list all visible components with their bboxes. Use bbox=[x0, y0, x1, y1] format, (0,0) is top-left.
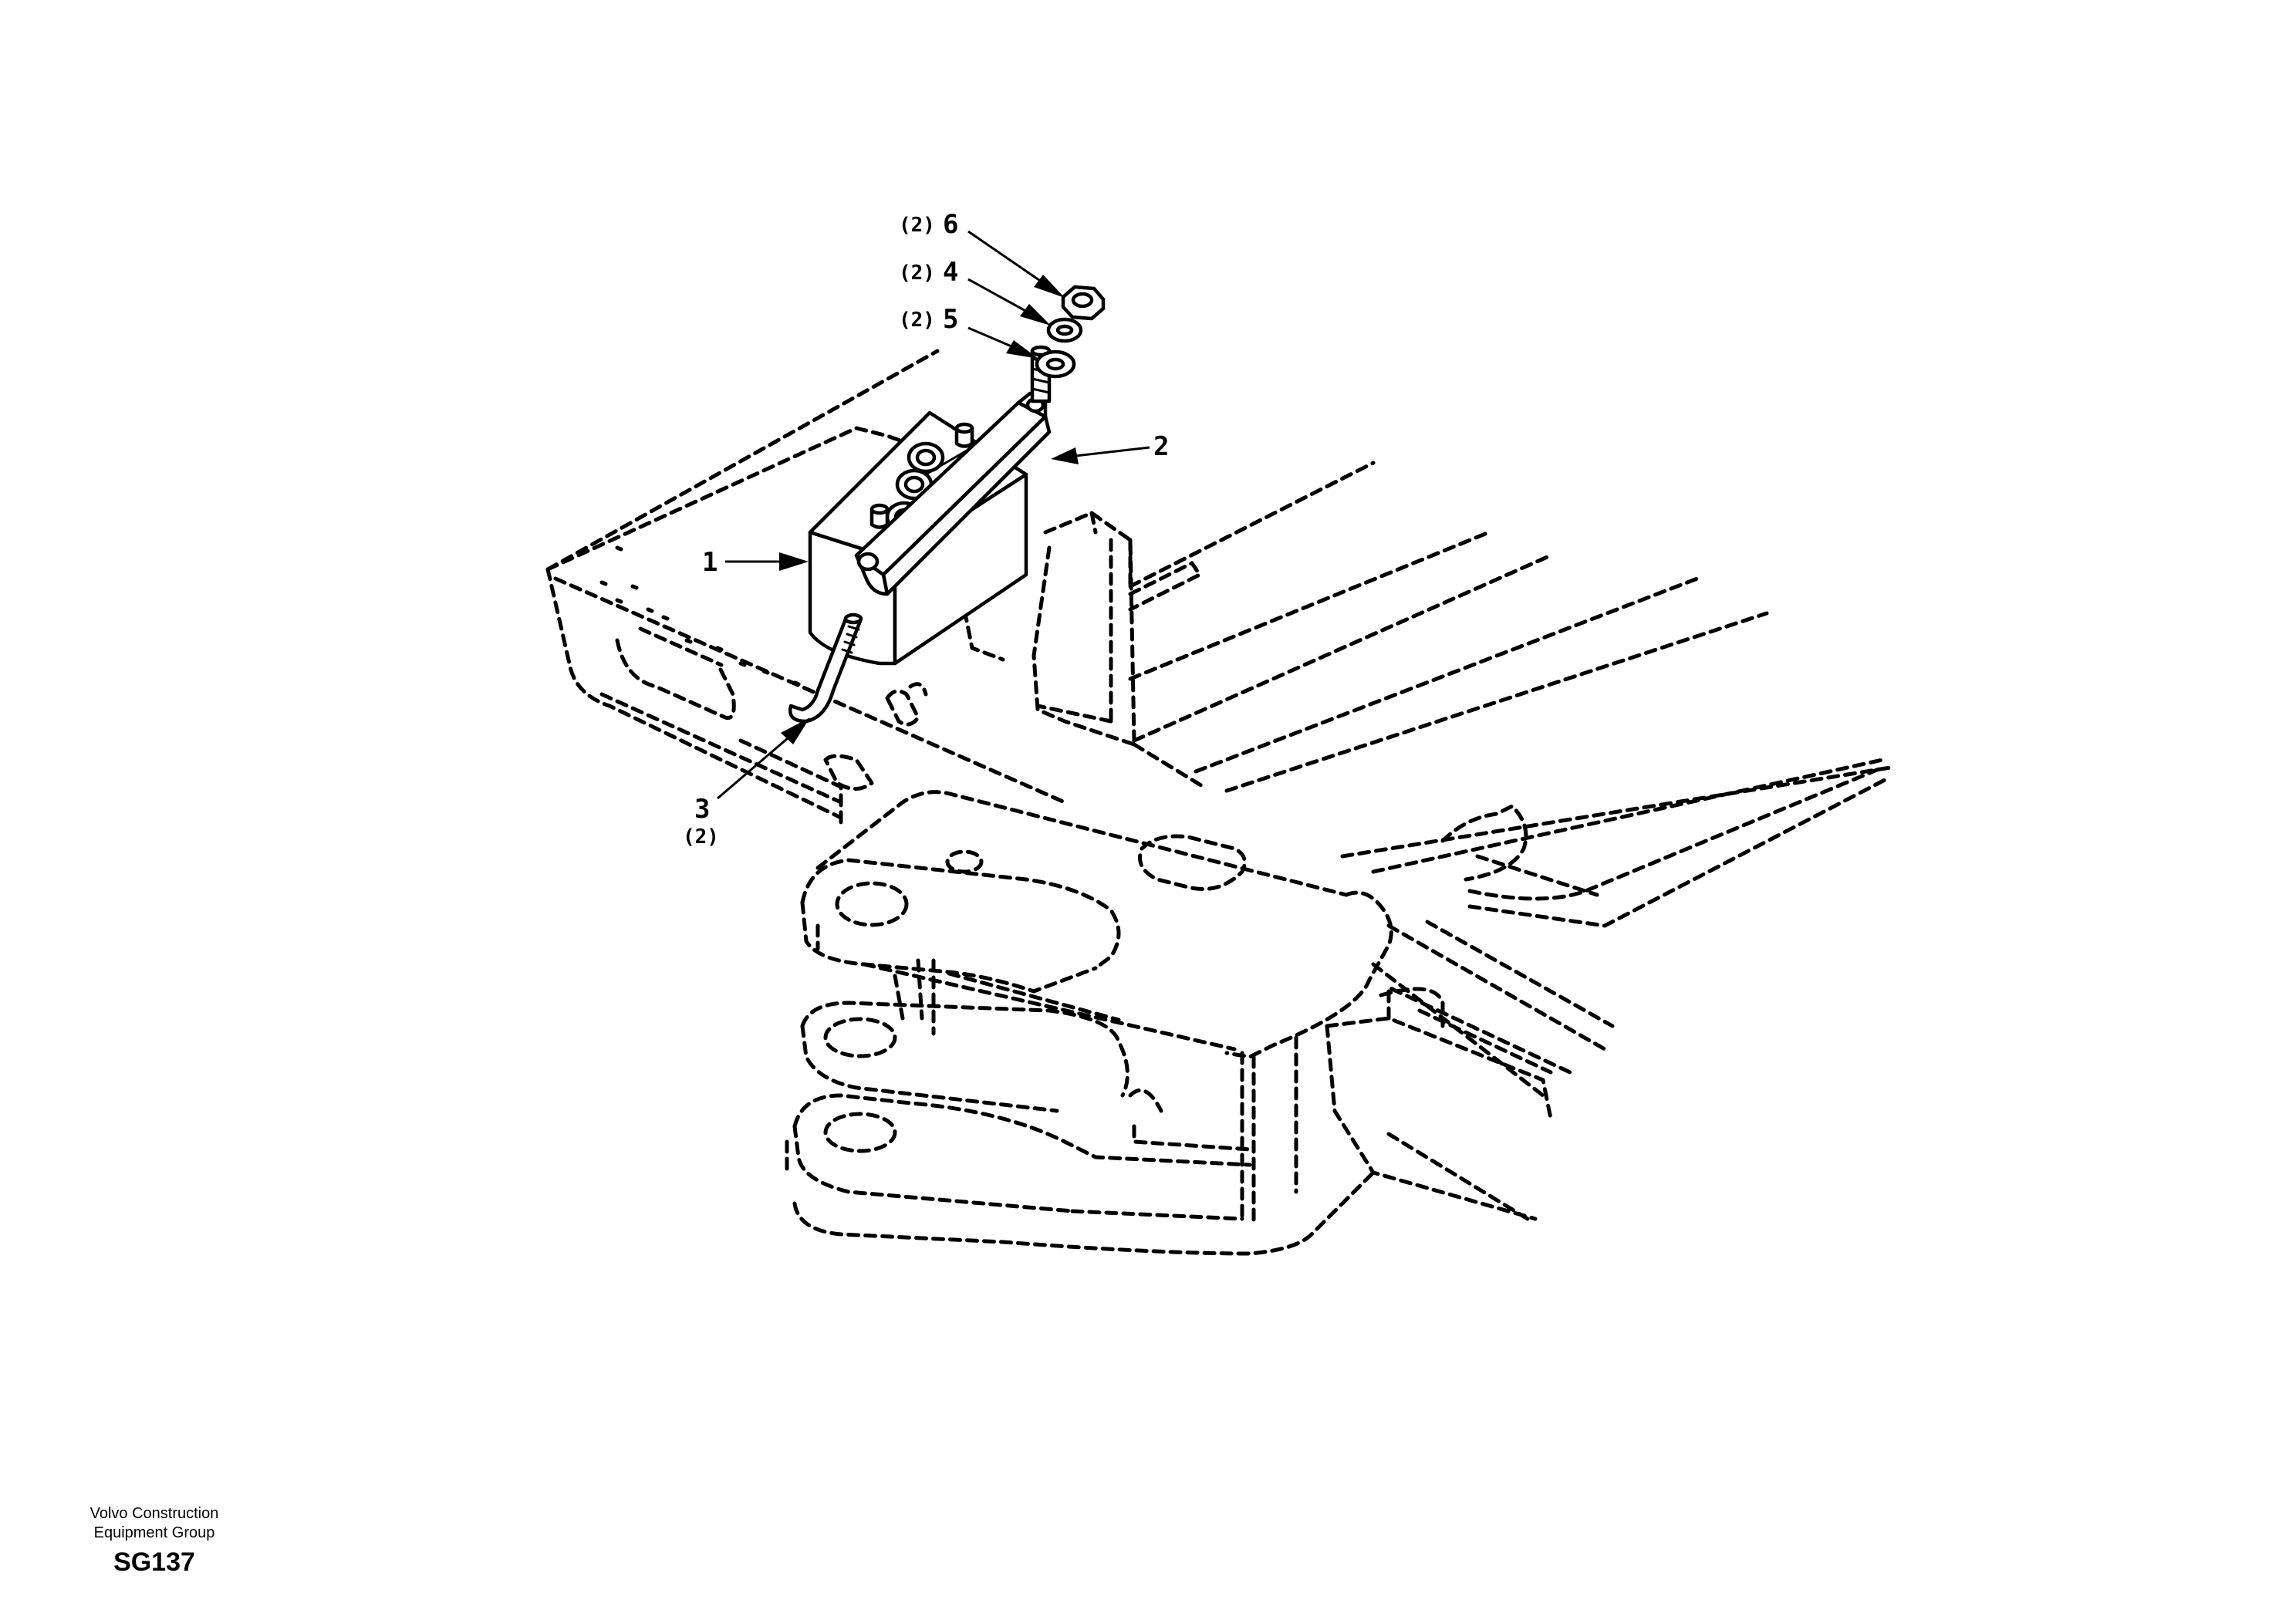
flat-washer bbox=[1035, 349, 1076, 379]
callout-5-number: 5 bbox=[943, 304, 958, 335]
machine-frame-outline bbox=[545, 349, 1893, 1256]
callout-2-number: 2 bbox=[1153, 431, 1169, 462]
callout-5-qty: (2) bbox=[899, 309, 935, 332]
callout-3-qty: (2) bbox=[683, 825, 719, 849]
callout-4-qty: (2) bbox=[899, 262, 935, 285]
callout-6-qty: (2) bbox=[899, 214, 935, 237]
lock-washer bbox=[1046, 317, 1083, 343]
callout-4-number: 4 bbox=[943, 257, 958, 288]
callout-6-number: 6 bbox=[943, 209, 958, 240]
hex-nut bbox=[1061, 285, 1106, 321]
company-name-line2: Equipment Group bbox=[93, 1524, 215, 1541]
callout-5: (2) 5 bbox=[899, 304, 958, 335]
drawing-code: SG137 bbox=[113, 1547, 195, 1577]
j-bolt bbox=[788, 613, 863, 724]
callout-3: 3 (2) bbox=[683, 794, 719, 849]
callout-1-number: 1 bbox=[702, 547, 718, 578]
callout-2: 2 bbox=[1153, 431, 1169, 462]
callout-6: (2) 6 bbox=[899, 209, 958, 240]
callout-1: 1 bbox=[702, 547, 718, 578]
title-block: Volvo Construction Equipment Group SG137 bbox=[62, 1504, 247, 1578]
callout-4: (2) 4 bbox=[899, 257, 958, 288]
callout-3-number: 3 bbox=[694, 794, 710, 825]
leader-lines bbox=[717, 230, 1150, 800]
company-name-line1: Volvo Construction bbox=[89, 1505, 219, 1522]
